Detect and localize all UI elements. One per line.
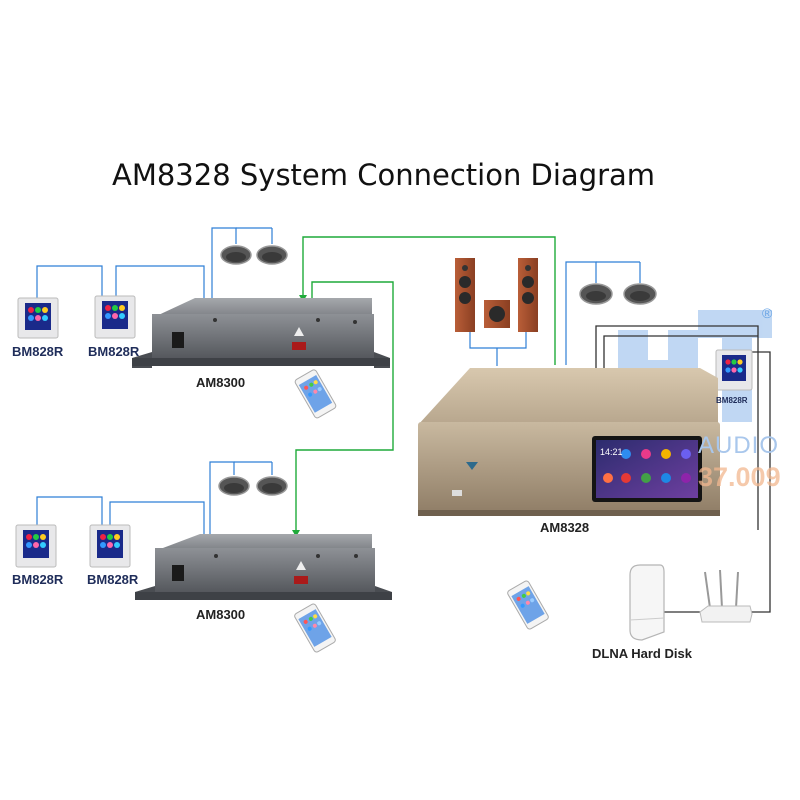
watermark-number: 37.009 bbox=[698, 462, 781, 492]
ceiling-speakers-main bbox=[579, 283, 657, 305]
wall-panel-3 bbox=[15, 524, 57, 568]
floor-speakers bbox=[455, 258, 538, 332]
panel-label-4: BM828R bbox=[87, 572, 139, 587]
amplifier-top bbox=[132, 298, 390, 368]
amplifier-bottom bbox=[135, 534, 392, 600]
watermark-registered: ® bbox=[762, 305, 773, 321]
wires-main-unit bbox=[469, 261, 641, 366]
wires-top-left bbox=[36, 227, 273, 305]
panel-label-5: BM828R bbox=[716, 396, 748, 405]
hard-disk-label: DLNA Hard Disk bbox=[592, 646, 692, 661]
amp-label-bottom: AM8300 bbox=[196, 607, 246, 622]
wall-panel-2 bbox=[94, 295, 136, 339]
main-unit bbox=[418, 368, 720, 516]
panel-label-2: BM828R bbox=[88, 344, 140, 359]
panel-label-1: BM828R bbox=[12, 344, 64, 359]
ceiling-speakers-bottom-left bbox=[218, 476, 288, 496]
router-icon bbox=[699, 569, 753, 623]
smartphone-bottom bbox=[294, 603, 336, 653]
panel-label-3: BM828R bbox=[12, 572, 64, 587]
ceiling-speakers-top-left bbox=[220, 245, 288, 265]
wires-network bbox=[595, 325, 771, 613]
main-unit-label: AM8328 bbox=[540, 520, 590, 535]
hard-disk-icon bbox=[629, 564, 665, 641]
wall-panel-5 bbox=[715, 349, 753, 391]
diagram-title: AM8328 System Connection Diagram bbox=[112, 158, 656, 192]
wires-bottom-left bbox=[36, 461, 273, 535]
watermark-audio: AUDIO bbox=[698, 432, 780, 459]
smartphone-top bbox=[294, 369, 337, 419]
screen-time: 14:21 bbox=[600, 447, 623, 457]
amp-label-top: AM8300 bbox=[196, 375, 246, 390]
smartphone-main bbox=[507, 580, 549, 630]
wall-panel-4 bbox=[89, 524, 131, 568]
wall-panel-1 bbox=[17, 297, 59, 339]
